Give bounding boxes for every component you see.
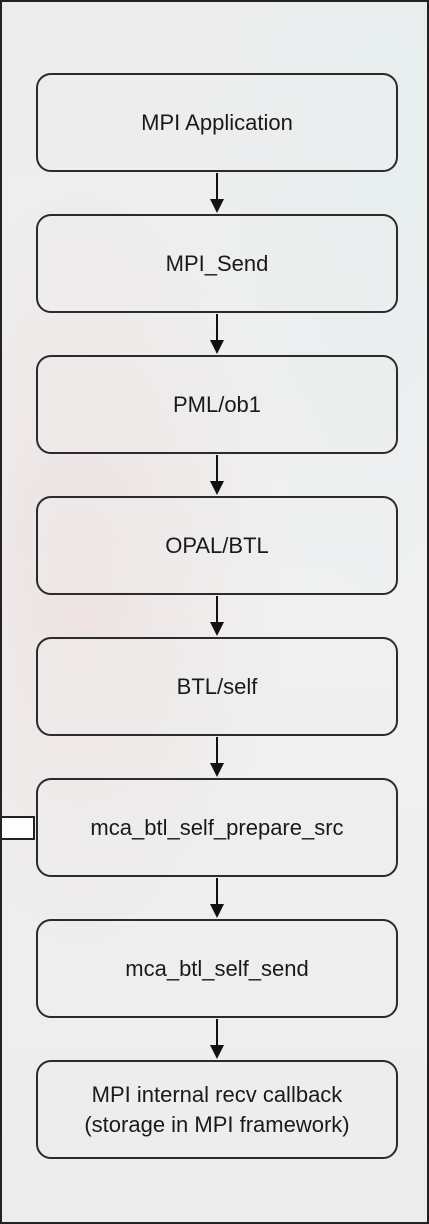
side-connector	[2, 816, 35, 840]
node-mpi-internal-recv-callback: MPI internal recv callback (storage in M…	[36, 1060, 398, 1159]
arrowhead-3	[210, 481, 224, 495]
arrowhead-2	[210, 340, 224, 354]
node-btl-self: BTL/self	[36, 637, 398, 736]
node-label: MPI Application	[141, 109, 293, 135]
node-mpi-send: MPI_Send	[36, 214, 398, 313]
arrowhead-5	[210, 763, 224, 777]
node-label: mca_btl_self_send	[125, 955, 309, 981]
node-opal-btl: OPAL/BTL	[36, 496, 398, 595]
arrowhead-6	[210, 904, 224, 918]
node-label: MPI_Send	[165, 250, 269, 276]
node-label: OPAL/BTL	[165, 532, 269, 558]
node-mca-btl-self-send: mca_btl_self_send	[36, 919, 398, 1018]
node-label-block: MPI internal recv callback (storage in M…	[84, 1080, 349, 1138]
node-mca-btl-self-prepare-src: mca_btl_self_prepare_src	[36, 778, 398, 877]
node-label: BTL/self	[176, 673, 258, 699]
arrowhead-4	[210, 622, 224, 636]
node-label-line-2: (storage in MPI framework)	[84, 1111, 350, 1137]
node-pml-ob1: PML/ob1	[36, 355, 398, 454]
arrowhead-7	[210, 1045, 224, 1059]
node-label: mca_btl_self_prepare_src	[90, 814, 344, 840]
node-label-line-1: MPI internal recv callback	[91, 1082, 343, 1108]
node-label: PML/ob1	[172, 391, 262, 417]
arrowhead-1	[210, 199, 224, 213]
node-mpi-application: MPI Application	[36, 73, 398, 172]
